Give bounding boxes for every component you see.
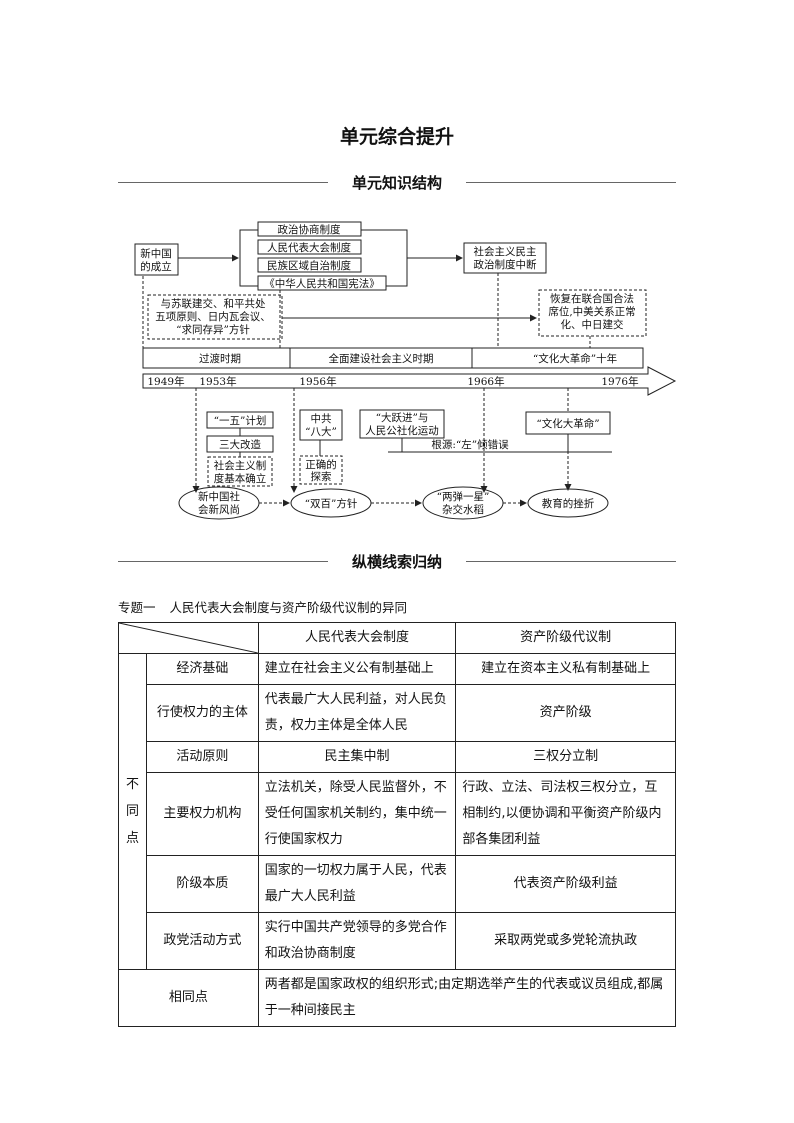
cell-bourgeois: 行政、立法、司法权三权分立，互相制约,以便协调和平衡资产阶级内部各集团利益: [455, 772, 676, 856]
education-setback: 教育的挫折: [542, 497, 595, 510]
cell-npc: 立法机关，除受人民监督外，不受任何国家机关制约，集中统一行使国家权力: [257, 772, 457, 856]
cell-bourgeois: 代表资产阶级利益: [455, 855, 676, 913]
new-custom-line-1: 新中国社: [198, 490, 240, 503]
box-un-seat: [538, 289, 647, 337]
box-system-2: [257, 239, 362, 255]
topic-heading: 专题一人民代表大会制度与资产阶级代议制的异同: [118, 597, 421, 616]
cell-bourgeois: 建立在资本主义私有制基础上: [455, 653, 676, 685]
diplomacy-line-1: 与苏联建交、和平共处: [161, 297, 266, 310]
un-seat-line-3: 化、中日建交: [561, 318, 624, 331]
socialist-system-line-2: 度基本确立: [214, 472, 267, 485]
box-disruption: [463, 242, 547, 274]
double-hundred: “双百”方针: [305, 497, 358, 510]
same-text: 两者都是国家政权的组织形式;由定期选举产生的代表或议员组成,都属于一种间接民主: [257, 969, 677, 1027]
table-header-row: 人民代表大会制度 资产阶级代议制: [118, 622, 676, 654]
period-3: “文化大革命”十年: [533, 352, 617, 365]
diff-label-char: 同: [125, 804, 139, 819]
correct-explore-line-1: 正确的: [305, 458, 337, 471]
eighth-congress-line-2: “八大”: [305, 425, 337, 438]
eighth-congress-line-1: 中共: [311, 412, 332, 425]
system-3: 民族区域自治制度: [267, 259, 351, 272]
cell-bourgeois: 采取两党或多党轮流执政: [455, 912, 676, 970]
row-item: 经济基础: [145, 653, 259, 685]
topic-title: 人民代表大会制度与资产阶级代议制的异同: [169, 600, 408, 615]
cell-npc: 实行中国共产党领导的多党合作和政治协商制度: [257, 912, 457, 970]
row-item: 活动原则: [145, 741, 259, 773]
table-row: 不 同 点 经济基础 建立在社会主义公有制基础上 建立在资本主义私有制基础上: [118, 653, 676, 970]
year-1953: 1953年: [199, 375, 236, 388]
diff-label-char: 点: [125, 831, 139, 846]
period-bar: [142, 347, 644, 369]
box-correct-explore: [299, 455, 343, 485]
box-eighth-congress: [299, 409, 343, 441]
founding-line-2: 的成立: [140, 260, 172, 273]
section-title: 单元知识结构: [341, 174, 452, 192]
period-1: 过渡时期: [199, 352, 241, 365]
year-1949: 1949年: [147, 375, 184, 388]
section-header-structure: 单元知识结构: [118, 172, 676, 192]
section-header-threads: 纵横线索归纳: [118, 551, 676, 571]
box-system-1: [257, 221, 362, 237]
cell-bourgeois: 资产阶级: [455, 684, 676, 742]
timeline-arrow: [142, 366, 677, 396]
year-1966: 1966年: [467, 375, 504, 388]
correct-explore-line-2: 探索: [311, 470, 332, 483]
system-4: 《中华人民共和国宪法》: [264, 277, 380, 290]
knowledge-structure-diagram: 新中国 的成立 政治协商制度 人民代表大会制度 民族区域自治制度 《中华人民共和…: [134, 221, 677, 520]
diplomacy-line-2: 五项原则、日内瓦会议、: [155, 310, 271, 323]
cell-bourgeois: 三权分立制: [455, 741, 676, 773]
table-row: 政党活动方式 实行中国共产党领导的多党合作和政治协商制度 采取两党或多党轮流执政: [119, 912, 676, 970]
comparison-table: 人民代表大会制度 资产阶级代议制 不 同 点 经济基础 建立在社会主义公有制基础…: [118, 622, 677, 1027]
great-leap-line-1: “大跃进”与: [376, 411, 429, 424]
year-1976: 1976年: [601, 375, 638, 388]
ellipse-education: [527, 488, 609, 518]
cell-npc: 代表最广大人民利益，对人民负责，权力主体是全体人民: [257, 684, 457, 742]
two-bombs-line-2: 杂交水稻: [442, 503, 484, 516]
root-cause: 根源:“左”倾错误: [431, 438, 509, 451]
section-title: 纵横线索归纳: [341, 553, 452, 571]
box-founding: [134, 243, 179, 276]
two-bombs-line-1: “两弹一星”: [437, 490, 490, 503]
table-row: 活动原则 民主集中制 三权分立制: [119, 741, 676, 773]
cell-npc: 国家的一切权力属于人民，代表最广大人民利益: [257, 855, 457, 913]
column-header: 人民代表大会制度: [257, 622, 457, 654]
row-item: 主要权力机构: [145, 772, 259, 856]
topic-number: 专题一: [118, 600, 156, 615]
diff-label-char: 不: [125, 777, 139, 792]
cultural-revolution: “文化大革命”: [536, 417, 599, 430]
page-title: 单元综合提升: [339, 126, 454, 148]
five-year-plan: “一五”计划: [214, 414, 267, 427]
table-row: 行使权力的主体 代表最广大人民利益，对人民负责，权力主体是全体人民 资产阶级: [119, 684, 676, 742]
un-seat-line-2: 席位,中美关系正常: [548, 305, 635, 318]
box-system-3: [257, 257, 362, 273]
great-leap-line-2: 人民公社化运动: [365, 424, 439, 437]
cell-npc: 建立在社会主义公有制基础上: [257, 653, 457, 685]
diff-label-cell: 不 同 点: [118, 653, 147, 970]
box-system-4: [257, 275, 387, 291]
table-row: 主要权力机构 立法机关，除受人民监督外，不受任何国家机关制约，集中统一行使国家权…: [119, 772, 676, 856]
transformation: 三大改造: [219, 438, 261, 451]
box-socialist-system: [207, 456, 273, 487]
new-custom-line-2: 会新风尚: [198, 503, 240, 516]
period-2: 全面建设社会主义时期: [329, 352, 434, 365]
socialist-system-line-1: 社会主义制: [214, 459, 267, 472]
box-diplomacy: [147, 294, 283, 340]
un-seat-line-1: 恢复在联合国合法: [550, 292, 634, 305]
row-item: 政党活动方式: [145, 912, 259, 970]
diagonal-corner-cell: [118, 622, 259, 654]
row-item: 阶级本质: [145, 855, 259, 913]
column-header: 资产阶级代议制: [455, 622, 676, 654]
same-label: 相同点: [118, 969, 259, 1027]
founding-line-1: 新中国: [140, 247, 172, 260]
table-row: 阶级本质 国家的一切权力属于人民，代表最广大人民利益 代表资产阶级利益: [119, 855, 676, 913]
diplomacy-line-3: “求同存异”方针: [176, 323, 250, 336]
system-1: 政治协商制度: [278, 223, 341, 236]
disruption-line-2: 政治制度中断: [474, 258, 537, 271]
year-1956: 1956年: [299, 375, 336, 388]
row-item: 行使权力的主体: [145, 684, 259, 742]
system-2: 人民代表大会制度: [267, 241, 351, 254]
table-row-same: 相同点 两者都是国家政权的组织形式;由定期选举产生的代表或议员组成,都属于一种间…: [118, 969, 677, 1027]
disruption-line-1: 社会主义民主: [474, 245, 537, 258]
cell-npc: 民主集中制: [257, 741, 457, 773]
